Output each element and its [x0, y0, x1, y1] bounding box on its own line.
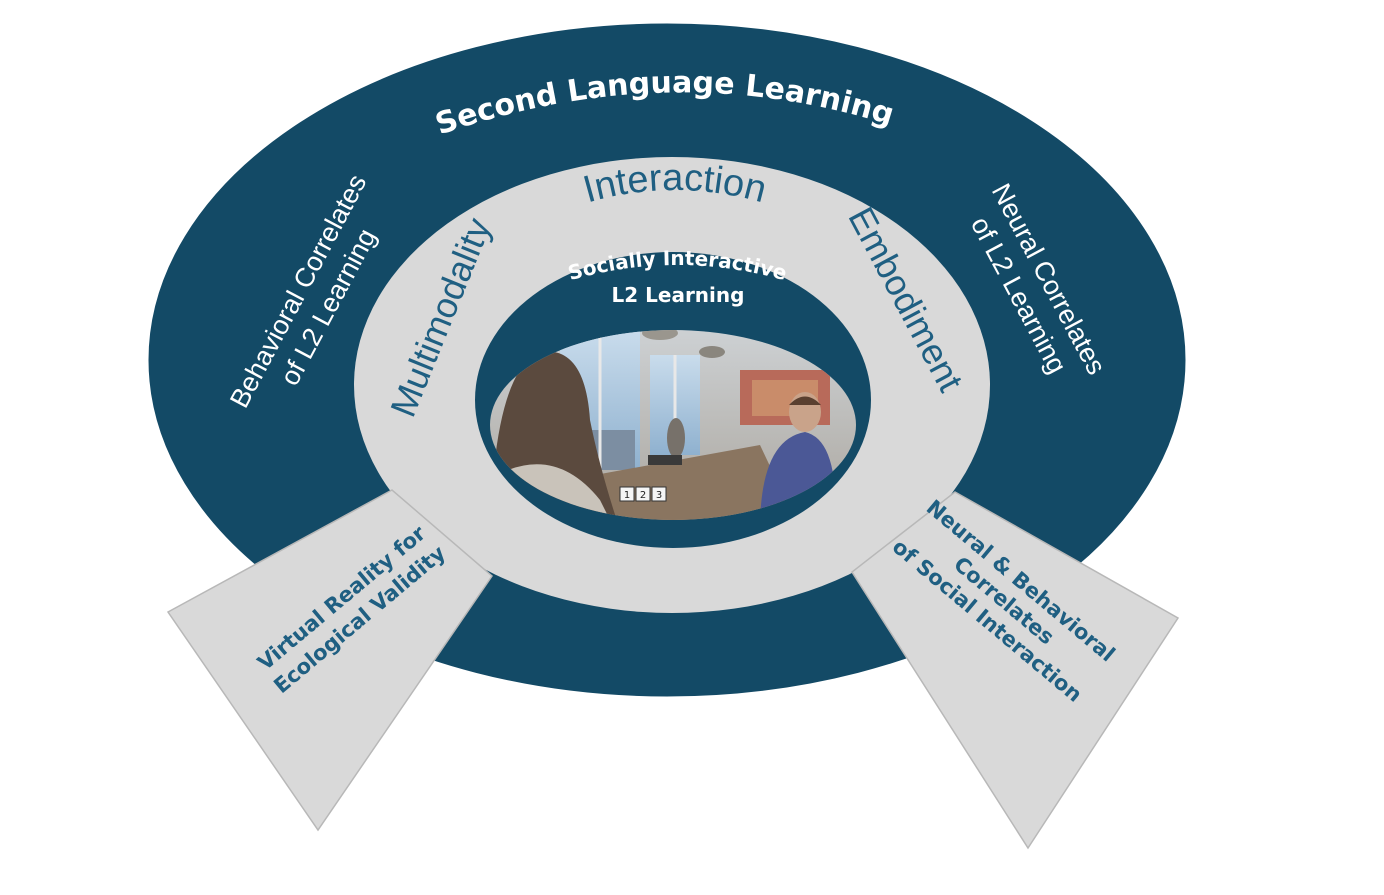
card-1: 1	[624, 490, 630, 501]
number-cards: 1 2 3	[620, 487, 666, 501]
core-title-line2: L2 Learning	[612, 283, 745, 307]
card-2: 2	[640, 490, 646, 501]
card-3: 3	[656, 490, 662, 501]
